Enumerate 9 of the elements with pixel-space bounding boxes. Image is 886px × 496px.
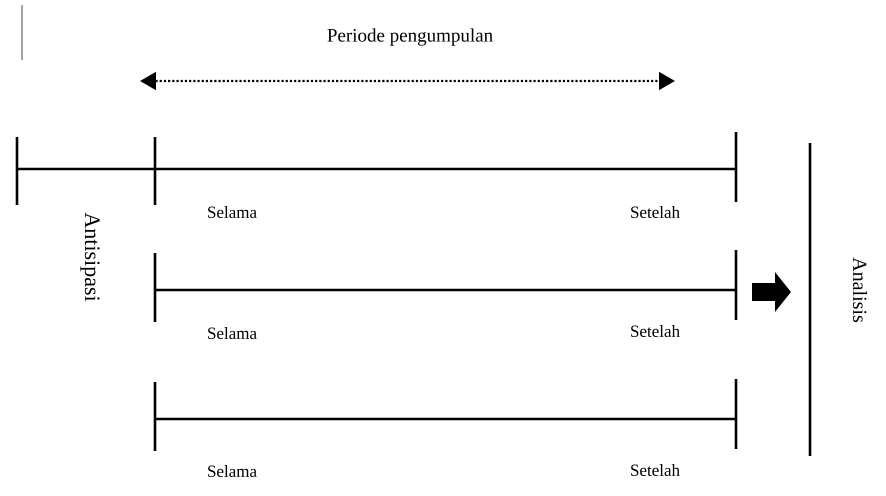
time-label: Setelah <box>631 464 680 476</box>
phase-label: Analisis <box>852 257 868 322</box>
time-label: Selama <box>208 327 257 339</box>
phase-label: Antisipasi <box>80 212 100 302</box>
period-label: Periode pengumpulan <box>327 28 493 46</box>
time-label: Setelah <box>631 325 680 337</box>
time-label: Selama <box>208 206 257 218</box>
time-label: Setelah <box>631 206 680 218</box>
time-label: Selama <box>208 465 257 477</box>
